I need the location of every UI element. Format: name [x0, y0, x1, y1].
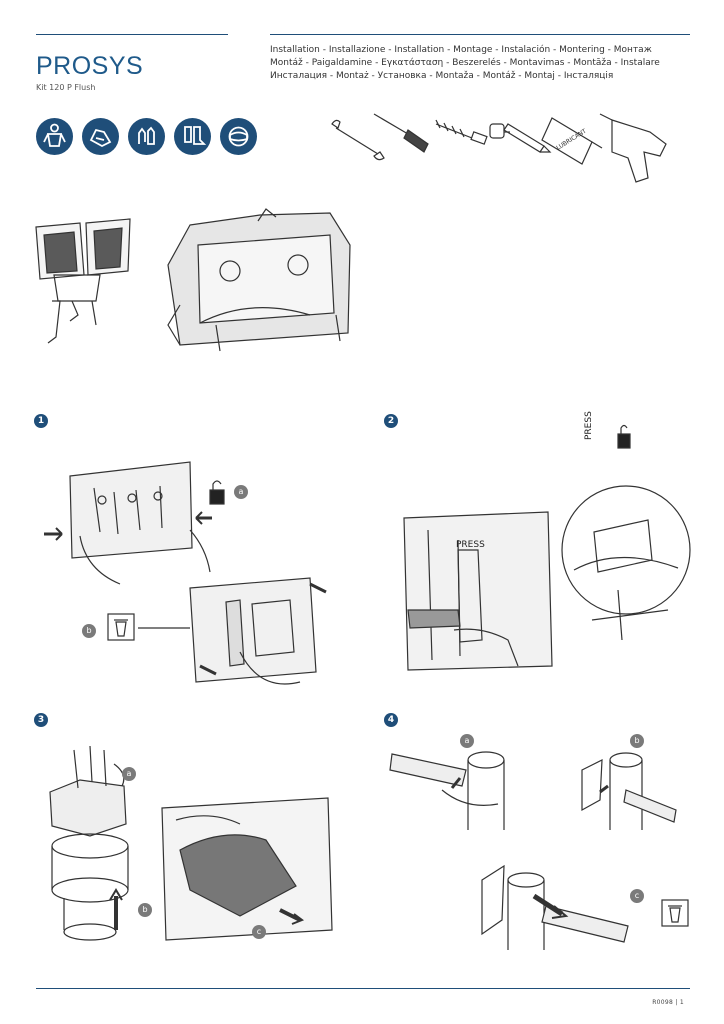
step-2-press-vertical-label: PRESS	[584, 411, 594, 440]
step-2-press-label: PRESS	[456, 540, 485, 550]
kit-components-illustration	[35, 208, 351, 352]
step-3-sub-badge-c: c	[252, 925, 266, 939]
step-3-sub-badge-a: a	[122, 767, 136, 781]
kit-name: Kit 120 P Flush	[36, 83, 96, 92]
languages-list: Installation - Installazione - Installat…	[270, 44, 690, 83]
step-4-illustration	[389, 751, 689, 950]
languages-line: Инсталация - Montaż - Установка - Montaž…	[270, 71, 614, 81]
wrench-icon	[331, 119, 385, 161]
footer-page-code: R0098 | 1	[652, 999, 684, 1006]
tools-illustration: LUBRICANT	[331, 113, 667, 183]
step-4-sub-badge-c: c	[630, 889, 644, 903]
screwdriver-icon	[373, 113, 429, 153]
lubricant-tube-icon	[541, 117, 603, 165]
safety-glasses-icon	[220, 118, 257, 155]
header-rule-left	[36, 34, 228, 35]
step-4-sub-badge-a: a	[460, 734, 474, 748]
protective-workwear-icon	[36, 118, 73, 155]
header-rule-right	[270, 34, 690, 35]
step-4-sub-badge-b: b	[630, 734, 644, 748]
drill-bit-icon	[435, 119, 488, 145]
pencil-icon	[503, 123, 552, 153]
brand-title: PROSYS	[36, 52, 144, 80]
step-1-badge: 1	[34, 414, 48, 428]
footer-rule	[36, 988, 690, 989]
safety-boots-icon	[174, 118, 211, 155]
step-3-illustration	[49, 745, 333, 941]
step-4-badge: 4	[384, 713, 398, 727]
step-1-illustration	[44, 461, 327, 685]
work-shoes-icon	[82, 118, 119, 155]
step-2-illustration	[403, 424, 691, 671]
step-2-badge: 2	[384, 414, 398, 428]
power-drill-icon	[599, 113, 667, 183]
languages-line: Montáž - Paigaldamine - Εγκατάσταση - Be…	[270, 58, 660, 68]
step-1-sub-badge-a: a	[234, 485, 248, 499]
lubricant-label: LUBRICANT	[555, 128, 588, 152]
languages-line: Installation - Installazione - Installat…	[270, 45, 652, 55]
step-3-sub-badge-b: b	[138, 903, 152, 917]
gloves-icon	[128, 118, 165, 155]
step-3-badge: 3	[34, 713, 48, 727]
step-1-sub-badge-b: b	[82, 624, 96, 638]
